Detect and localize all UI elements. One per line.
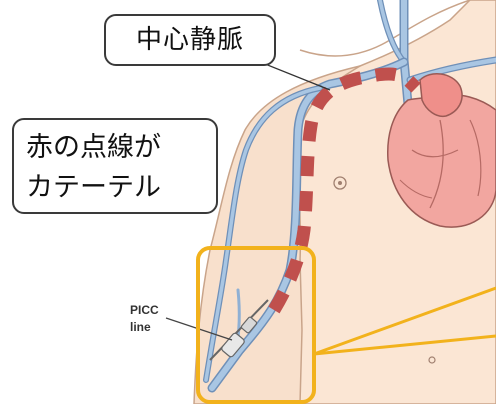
picc-line-label: PICC line bbox=[130, 302, 159, 336]
catheter-label-line2: カテーテル bbox=[26, 168, 216, 208]
catheter-label: 赤の点線が カテーテル bbox=[12, 118, 218, 214]
central-vein-label: 中心静脈 bbox=[104, 14, 276, 66]
picc-label-line1: PICC bbox=[130, 302, 159, 319]
catheter-label-line1: 赤の点線が bbox=[26, 128, 216, 168]
picc-label-line2: line bbox=[130, 319, 159, 336]
